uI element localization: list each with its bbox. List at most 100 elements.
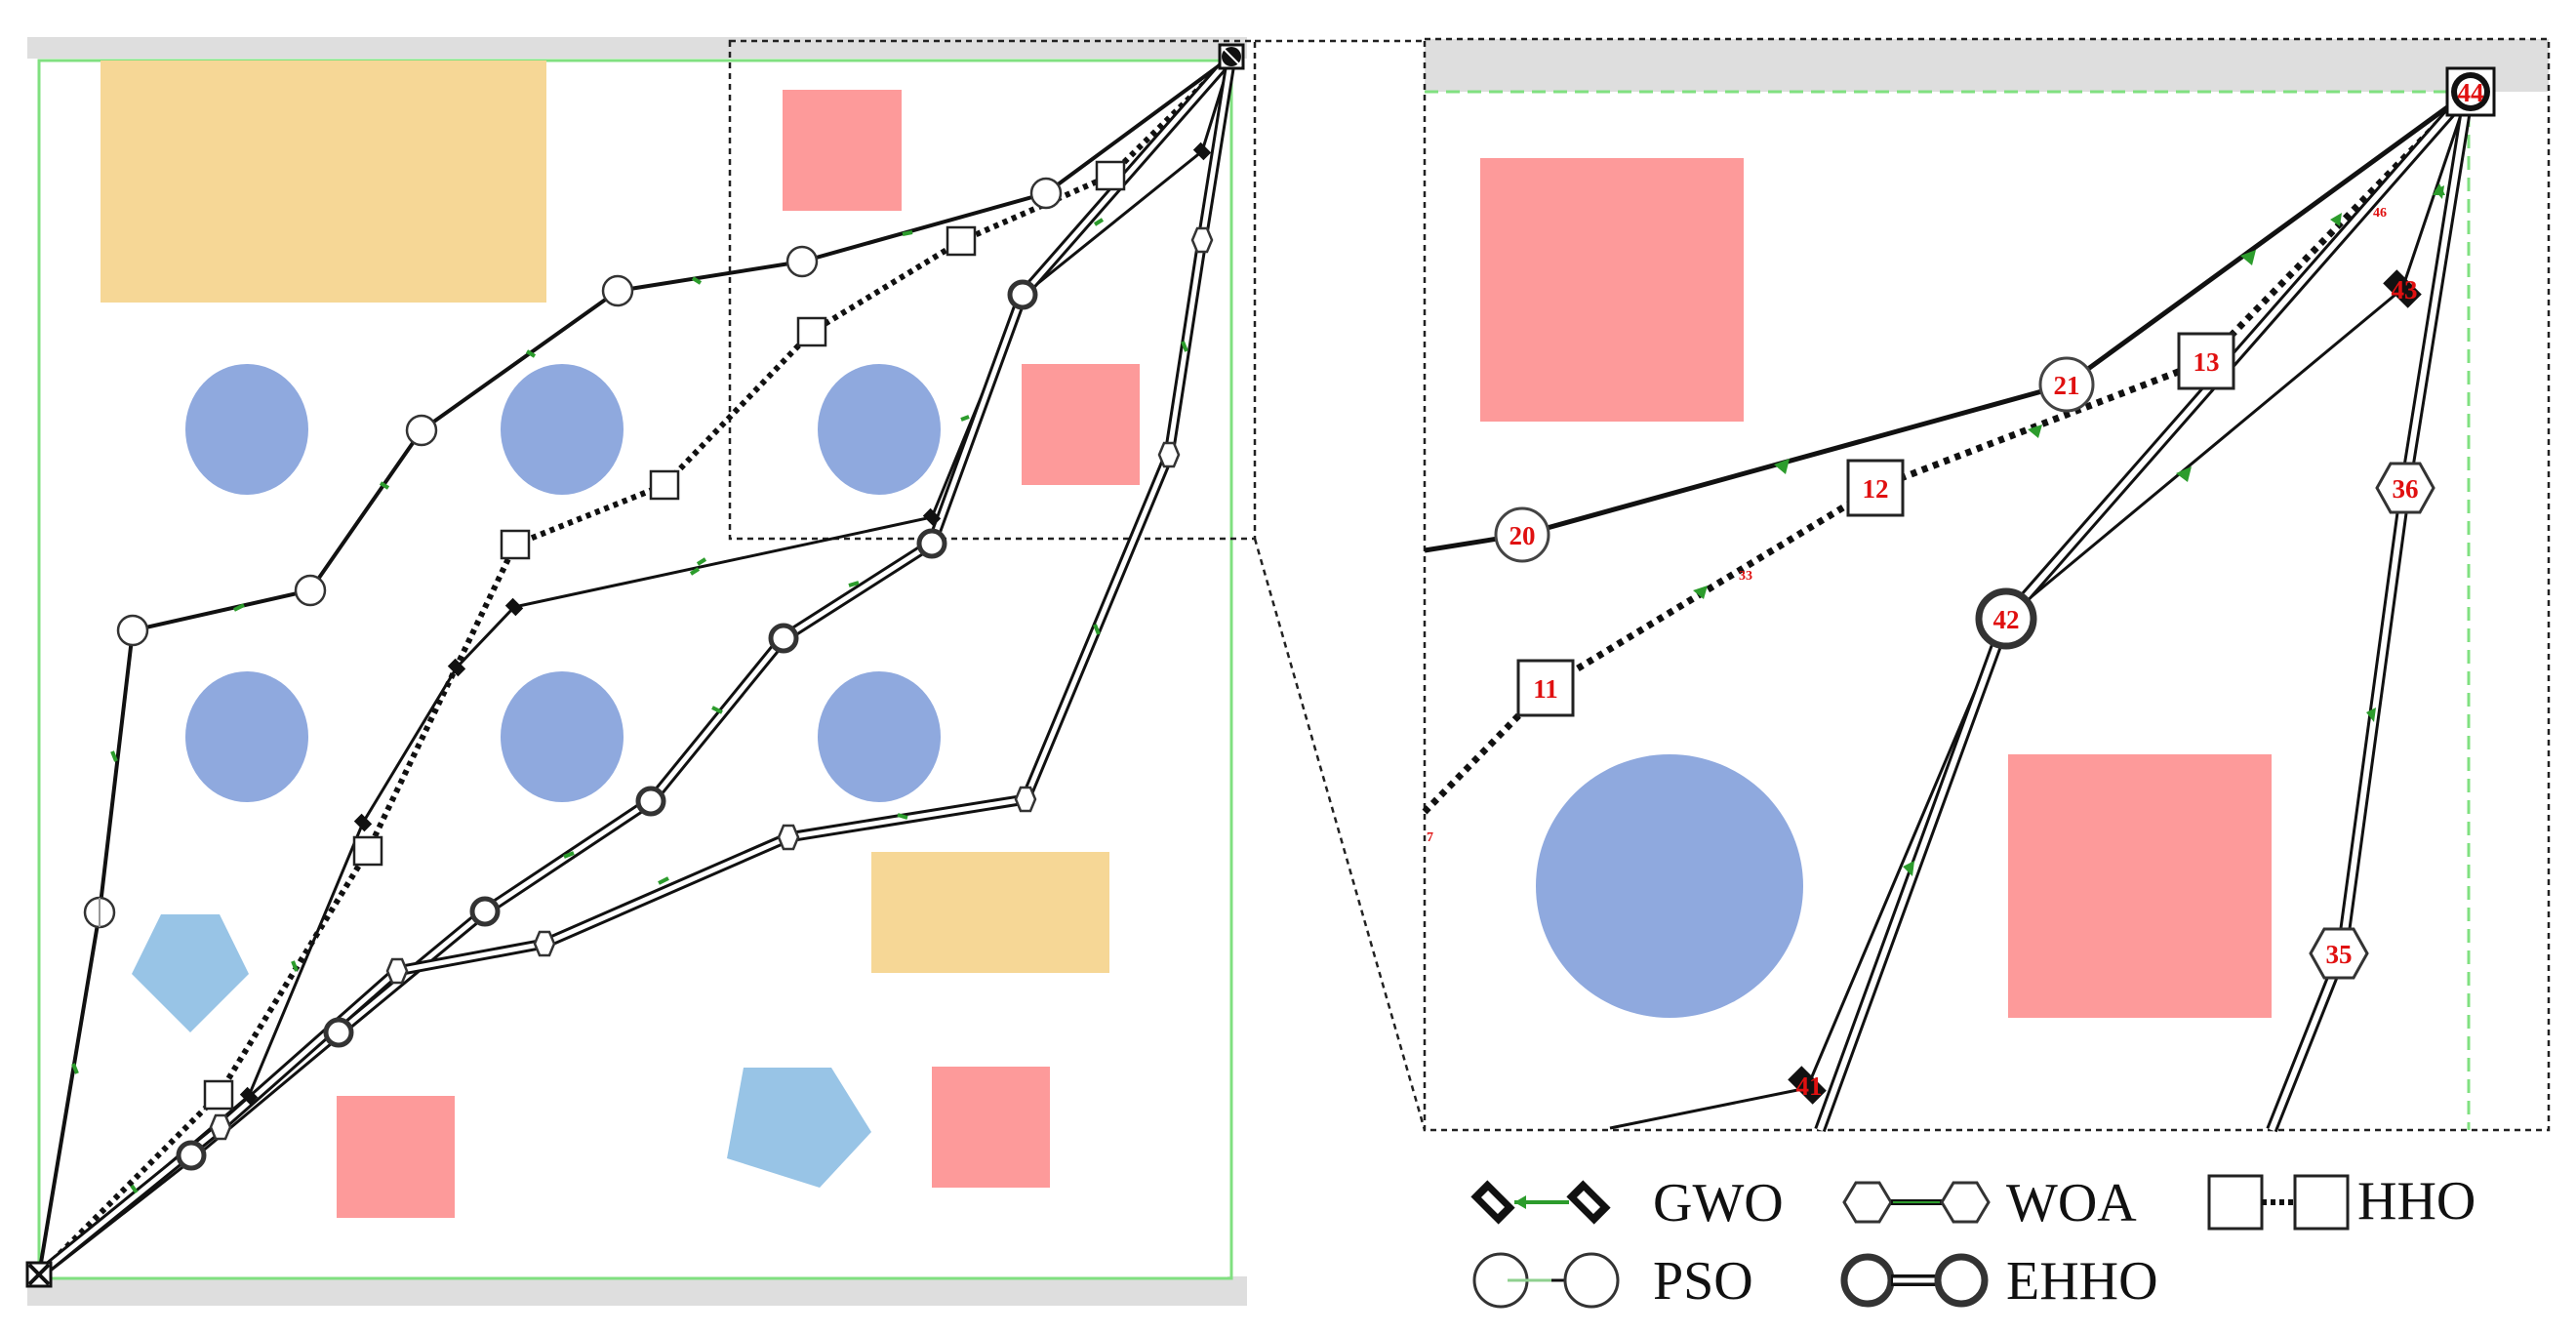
pso-nodes [83, 177, 1063, 929]
obstacle-circle [185, 671, 308, 802]
ehho-node [916, 528, 947, 559]
zoom-direction-markers [1693, 183, 2445, 876]
pso-node-20: 20 [1494, 506, 1550, 563]
pso-node [601, 274, 634, 307]
gwo-node-41: 41 [1788, 1066, 1827, 1105]
end-point [1218, 43, 1245, 70]
zoom-panel: 20 21 11 12 13 42 43 41 [1422, 37, 2551, 1133]
legend-item-pso: PSO [1472, 1251, 1753, 1312]
ehho-node-42: 42 [1975, 587, 2037, 650]
node-label: 36 [2393, 474, 2419, 504]
node-label: 20 [1509, 521, 1536, 550]
node-label: 12 [1863, 474, 1889, 504]
legend-item-gwo: GWO [1470, 1173, 1784, 1233]
obstacle-circle [501, 671, 624, 802]
pso-node [294, 574, 327, 607]
map-boundary [37, 59, 1233, 1280]
woa-node [777, 824, 800, 851]
obstacle-rect-orange [871, 852, 1109, 973]
woa-node [1014, 786, 1037, 813]
legend: GWO WOA HHO PSO [1470, 1171, 2475, 1312]
legend-item-woa: WOA [1842, 1173, 2137, 1233]
hho-node [203, 1079, 234, 1111]
direction-markers [71, 218, 1188, 1194]
obstacle-rect-red [932, 1067, 1050, 1188]
hho-node [500, 529, 531, 560]
ehho-node [469, 896, 501, 927]
hho-node [1095, 160, 1126, 191]
woa-nodes [209, 226, 1214, 1141]
node-label: 44 [2458, 78, 2484, 107]
woa-node [1190, 226, 1214, 254]
obstacle-rect-orange [101, 61, 546, 303]
node-label: 11 [1533, 674, 1558, 704]
node-label: 41 [1796, 1071, 1823, 1101]
ehho-node [768, 623, 799, 654]
hho-node [352, 835, 383, 867]
hho-node-11: 11 [1516, 659, 1575, 717]
woa-node [533, 930, 556, 957]
tiny-label: 46 [2373, 206, 2387, 221]
end-node-44: 44 [2445, 66, 2496, 117]
obstacle-circle [185, 364, 308, 495]
zoom-panel-top-edge [1425, 39, 2549, 92]
obstacle-rect-red [1022, 364, 1140, 485]
pso-node [1029, 177, 1063, 210]
zoom-region-box [728, 39, 1257, 541]
legend-label: PSO [1653, 1251, 1753, 1312]
obstacle-circle [1536, 754, 1803, 1018]
node-label: 43 [2392, 275, 2418, 304]
hho-node [796, 316, 827, 347]
obstacle-rect-red [2008, 754, 2272, 1018]
legend-label: GWO [1653, 1173, 1784, 1233]
map-bottom-edge [27, 1276, 1247, 1306]
tiny-label: 33 [1739, 569, 1752, 584]
ehho-node [1007, 279, 1038, 310]
obstacle-circle [501, 364, 624, 495]
node-label: 42 [1993, 605, 2020, 634]
obstacle-rect-red [783, 90, 902, 211]
gwo-node-43: 43 [2383, 269, 2422, 308]
zoom-connector-bottom [1253, 538, 1427, 1131]
node-label: 35 [2326, 940, 2353, 969]
hho-node [946, 225, 977, 257]
legend-label: HHO [2357, 1171, 2475, 1232]
legend-item-hho: HHO [2207, 1171, 2475, 1232]
woa-node [385, 957, 409, 985]
woa-node-35: 35 [2309, 927, 2369, 980]
ehho-nodes [176, 279, 1038, 1171]
start-point [25, 1261, 53, 1288]
legend-label: WOA [2006, 1173, 2137, 1233]
woa-node [209, 1113, 232, 1141]
pso-node [405, 414, 438, 447]
node-label: 13 [2194, 347, 2220, 377]
ehho-node [323, 1017, 354, 1048]
pso-path-zoom [1424, 89, 2471, 553]
node-label: 21 [2054, 371, 2080, 400]
obstacle-rect-red [337, 1096, 455, 1218]
obstacle-circle [818, 364, 941, 495]
legend-item-ehho: EHHO [1840, 1251, 2158, 1312]
woa-node [1157, 441, 1181, 468]
woa-node-36: 36 [2375, 462, 2435, 514]
map-top-edge [27, 37, 1247, 59]
legend-label: EHHO [2006, 1251, 2158, 1312]
ehho-node [176, 1140, 207, 1171]
pso-node [785, 245, 819, 278]
pso-node-21: 21 [2038, 356, 2095, 413]
zoom-panel-frame [1423, 37, 2551, 1132]
hho-node-12: 12 [1846, 459, 1905, 517]
obstacle-circle [818, 671, 941, 802]
obstacle-rect-red [1480, 158, 1744, 422]
gwo-nodes [239, 141, 1212, 1106]
hho-node-13: 13 [2177, 332, 2235, 390]
obstacle-pentagon [727, 1068, 871, 1188]
hho-nodes [203, 160, 1126, 1111]
tiny-label: 7 [1427, 830, 1433, 845]
full-map-panel [25, 37, 1257, 1306]
obstacle-pentagon [132, 914, 249, 1032]
hho-node [649, 469, 680, 501]
pso-node [116, 614, 149, 647]
ehho-node [635, 786, 666, 817]
